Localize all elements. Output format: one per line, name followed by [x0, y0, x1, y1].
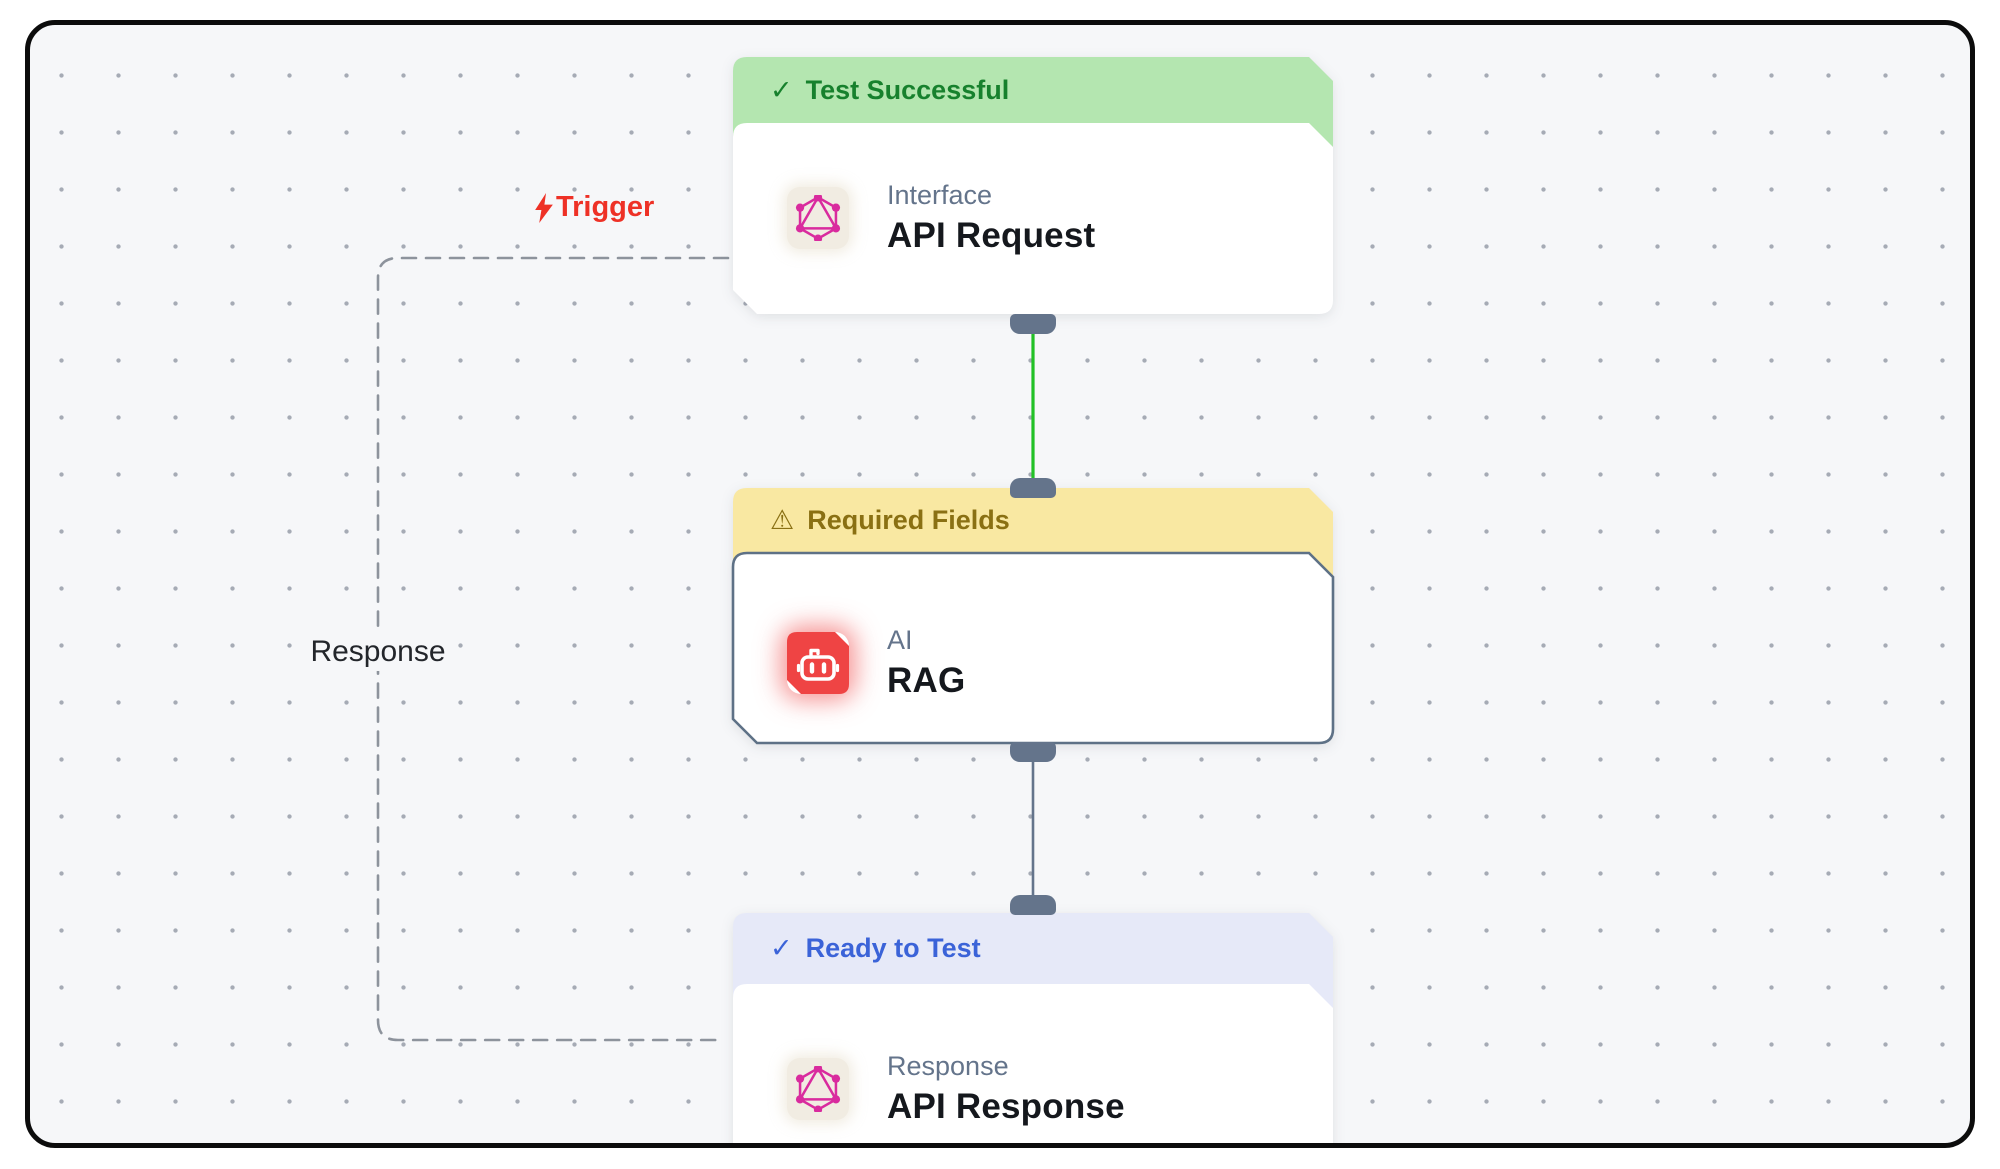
- node-api-request[interactable]: ✓ Test Successful Interface API R: [733, 57, 1333, 319]
- trigger-label: Trigger: [534, 191, 654, 224]
- response-label-text: Response: [310, 635, 446, 668]
- node-rag-shape: [731, 488, 1335, 745]
- handle-api-response-input[interactable]: [1010, 895, 1056, 915]
- graphql-icon: [787, 187, 849, 249]
- node-api-response-content: Response API Response: [787, 1051, 1125, 1127]
- robot-icon: [787, 632, 849, 694]
- node-api-request-content: Interface API Request: [787, 180, 1095, 256]
- status-label: Ready to Test: [805, 933, 981, 963]
- status-label: Test Successful: [805, 74, 1010, 105]
- graphql-icon: [787, 1058, 849, 1120]
- node-title: API Response: [887, 1087, 1125, 1126]
- check-icon: ✓: [770, 933, 793, 963]
- handle-rag-output[interactable]: [1010, 742, 1056, 762]
- status-banner-success: ✓ Test Successful: [733, 57, 1333, 123]
- status-label: Required Fields: [807, 505, 1010, 535]
- status-banner-warning: ⚠ Required Fields: [733, 488, 1333, 553]
- handle-api-request-output[interactable]: [1010, 314, 1056, 334]
- trigger-label-text: Trigger: [556, 191, 655, 223]
- status-banner-info: ✓ Ready to Test: [733, 913, 1333, 984]
- node-api-request-shape: [733, 57, 1333, 314]
- node-title: API Request: [887, 216, 1096, 255]
- handle-rag-input[interactable]: [1010, 478, 1056, 498]
- node-category: Interface: [887, 180, 993, 210]
- lightning-bolt-icon: [535, 192, 553, 223]
- node-rag[interactable]: ⚠ Required Fields: [731, 488, 1335, 750]
- check-icon: ✓: [770, 74, 793, 105]
- node-rag-content: AI RAG: [787, 625, 965, 701]
- node-title: RAG: [887, 661, 966, 700]
- response-label: Response: [300, 633, 456, 671]
- warning-icon: ⚠: [770, 505, 795, 535]
- flow-canvas[interactable]: Trigger Response ✓ Test Successful: [25, 20, 1975, 1148]
- node-category: AI: [887, 625, 913, 655]
- node-api-response[interactable]: ✓ Ready to Test Response API Resp: [733, 913, 1333, 1143]
- node-category: Response: [887, 1051, 1009, 1081]
- node-api-response-shape: [733, 913, 1333, 1143]
